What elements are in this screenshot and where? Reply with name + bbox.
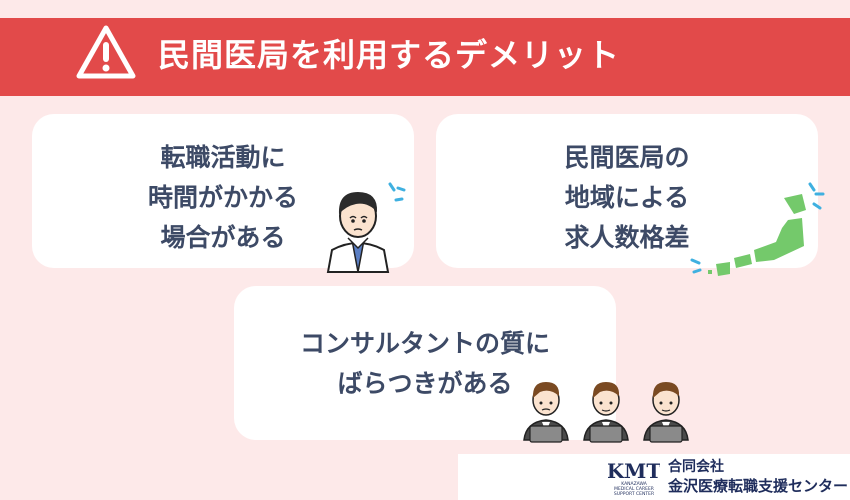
three-consultants-icon bbox=[523, 382, 689, 443]
logo-caption: KANAZAWA bbox=[621, 481, 648, 487]
footer-branding: KMT KANAZAWA MEDICAL CAREER SUPPORT CENT… bbox=[458, 454, 850, 500]
company-full-name: 金沢医療転職支援センター bbox=[668, 477, 849, 495]
card-line: 民間医局の bbox=[564, 143, 690, 172]
company-logo: KMT KANAZAWA MEDICAL CAREER SUPPORT CENT… bbox=[608, 459, 660, 497]
logo-caption: SUPPORT CENTER bbox=[614, 491, 654, 497]
card-text: コンサルタントの質に ばらつきがある bbox=[234, 324, 616, 404]
demerit-card-time: 転職活動に 時間がかかる 場合がある bbox=[32, 114, 414, 268]
warning-icon bbox=[76, 25, 136, 79]
company-name: 合同会社 金沢医療転職支援センター bbox=[668, 458, 848, 496]
company-type: 合同会社 bbox=[668, 459, 724, 475]
japan-map-icon bbox=[690, 182, 825, 276]
demerit-card-region: 民間医局の 地域による 求人数格差 bbox=[436, 114, 818, 268]
demerit-card-consultant: コンサルタントの質に ばらつきがある bbox=[234, 286, 616, 440]
card-line: 場合がある bbox=[160, 223, 286, 252]
card-line: 転職活動に bbox=[160, 143, 286, 172]
worried-man-icon bbox=[326, 182, 406, 273]
logo-text: KMT bbox=[608, 459, 660, 483]
card-text: 転職活動に 時間がかかる 場合がある bbox=[32, 138, 414, 258]
card-text: 民間医局の 地域による 求人数格差 bbox=[436, 138, 818, 258]
card-line: 時間がかかる bbox=[147, 183, 298, 212]
card-line: コンサルタントの質に bbox=[299, 329, 550, 358]
logo-caption: MEDICAL CAREER bbox=[614, 486, 654, 492]
page-title: 民間医局を利用するデメリット bbox=[158, 36, 621, 74]
card-line: ばらつきがある bbox=[337, 369, 513, 398]
header-banner bbox=[0, 18, 850, 96]
card-line: 求人数格差 bbox=[564, 223, 690, 252]
card-line: 地域による bbox=[564, 183, 690, 212]
